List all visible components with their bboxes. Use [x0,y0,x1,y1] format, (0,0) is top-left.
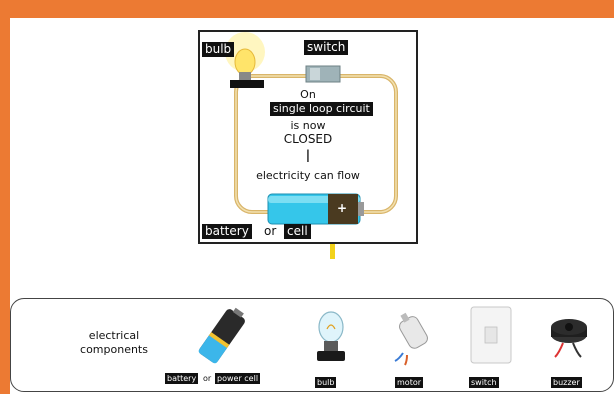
switch-label: switch [304,40,349,55]
or-text: or [264,224,277,238]
switch-icon [305,65,341,83]
bulb-component-icon [317,311,345,361]
switch-component-label: switch [469,377,499,388]
circuit-diagram: bulb switch On single loop circuit is no… [198,30,418,244]
battery-component-icon [198,307,245,364]
single-loop-circuit-label: single loop circuit [270,102,373,116]
battery-component-label: battery [165,373,199,384]
or-component-text: or [203,374,212,383]
divider-bar: | [305,148,311,162]
battery-icon [267,193,364,225]
circuit-drawing [225,32,398,225]
battery-plus-sign: + [336,201,348,215]
on-text: On [300,88,316,101]
bulb-component-label: bulb [315,377,337,388]
components-strip: electrical components battery or power c… [10,298,614,392]
electrical-components-title: electrical components [80,329,148,356]
buzzer-component-label: buzzer [551,377,582,388]
power-cell-component-label: power cell [215,373,261,384]
electricity-can-flow-text: electricity can flow [256,169,360,182]
motor-component-icon [394,312,428,366]
switch-component-icon [470,306,512,364]
cell-label: cell [284,224,311,239]
orange-frame-left [0,0,10,394]
bulb-label: bulb [202,42,235,57]
battery-label: battery [202,224,252,239]
yellow-marker [330,244,335,259]
bulb-icon [225,32,265,88]
closed-text: CLOSED [283,132,333,146]
orange-frame-top [0,0,614,18]
motor-component-label: motor [395,377,424,388]
is-now-text: is now [290,119,326,132]
buzzer-component-icon [551,319,587,358]
